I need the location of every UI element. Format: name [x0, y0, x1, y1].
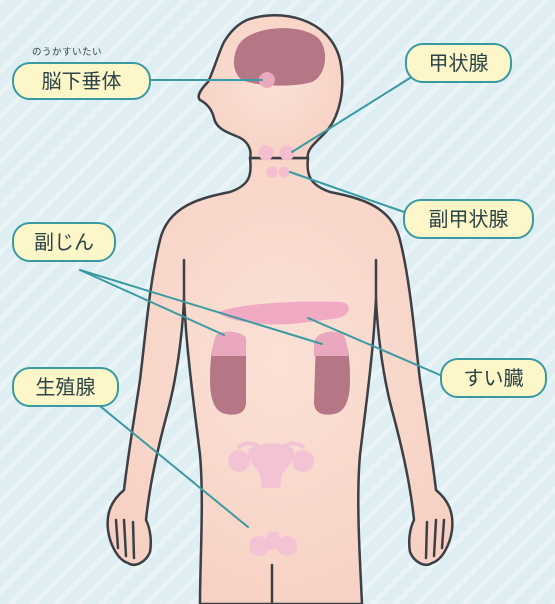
pancreas-label: すい臓: [440, 358, 547, 398]
pituitary-label: 脳下垂体: [12, 62, 151, 100]
adrenal-label: 副じん: [12, 222, 116, 262]
left-adrenal-gland: [212, 332, 246, 356]
parathyroid-label: 副甲状腺: [403, 199, 534, 239]
pituitary-ruby: のうかすいたい: [32, 44, 102, 58]
gonads-label: 生殖腺: [12, 367, 119, 407]
thyroid-label: 甲状腺: [405, 43, 512, 83]
brain-organ: [234, 28, 325, 85]
left-kidney: [210, 332, 246, 415]
